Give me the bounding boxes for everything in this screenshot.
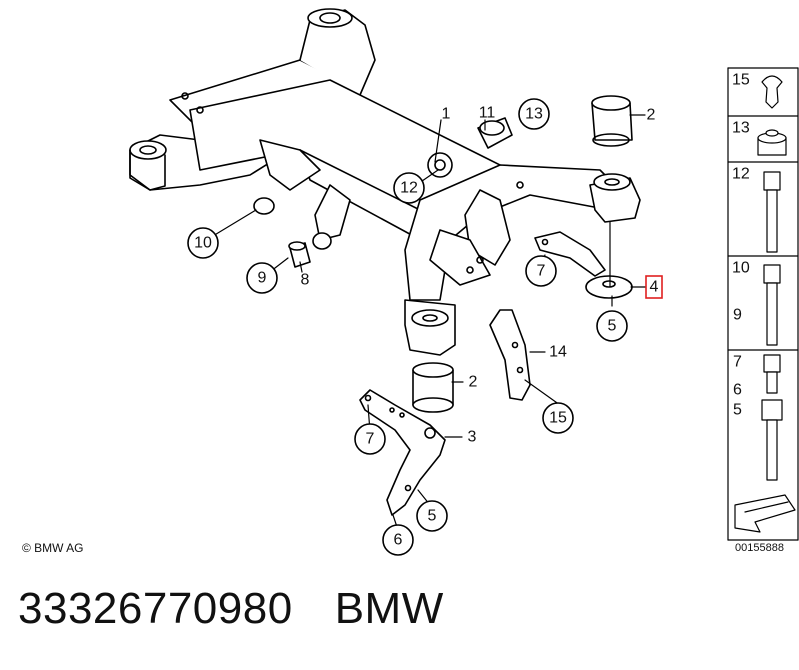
callout-8: 8	[301, 272, 310, 289]
callout-6: 6	[394, 532, 403, 549]
callout-7-upper: 7	[537, 263, 546, 280]
part-number-caption: 33326770980 BMW	[18, 584, 444, 634]
callout-circle-9	[246, 262, 278, 294]
callout-circle-15	[542, 402, 574, 434]
legend-15: 15	[732, 72, 750, 89]
highlighted-callout-box	[645, 275, 663, 299]
callout-circle-5-lower	[416, 500, 448, 532]
callout-9: 9	[258, 270, 267, 287]
legend-7: 7	[733, 354, 742, 371]
fastener-legend	[727, 67, 799, 541]
callout-5-lower: 5	[428, 508, 437, 525]
legend-13: 13	[732, 120, 750, 137]
bracket-part-14	[489, 309, 531, 401]
callout-10: 10	[194, 235, 212, 252]
callout-circle-7-upper	[525, 255, 557, 287]
bracket-part-3	[359, 389, 446, 516]
brand-name: BMW	[334, 584, 444, 633]
callout-7-lower: 7	[366, 431, 375, 448]
callout-2-upper: 2	[647, 107, 656, 124]
callout-circle-10	[187, 227, 219, 259]
legend-6: 6	[733, 382, 742, 399]
copyright-notice: © BMW AG	[22, 541, 84, 555]
legend-12: 12	[732, 166, 750, 183]
bushing-part-9	[288, 241, 311, 268]
callout-circle-12	[393, 172, 425, 204]
legend-9: 9	[733, 307, 742, 324]
callout-13: 13	[525, 106, 543, 123]
bushing-part-10	[253, 197, 275, 215]
rear-subframe	[129, 8, 641, 356]
bushing-part-2-lower	[412, 362, 454, 413]
callout-12: 12	[400, 180, 418, 197]
part-number: 33326770980	[18, 584, 293, 633]
callout-3: 3	[468, 429, 477, 446]
callout-15: 15	[549, 410, 567, 427]
callout-4: 4	[650, 279, 659, 296]
callout-2-lower: 2	[469, 374, 478, 391]
bushing-part-2-upper	[591, 95, 633, 147]
legend-5: 5	[733, 402, 742, 419]
bracket-part-7-upper	[534, 231, 606, 277]
bushing-part-13	[477, 117, 513, 149]
legend-10: 10	[732, 260, 750, 277]
callout-circle-5-upper	[596, 310, 628, 342]
callout-1: 1	[442, 106, 451, 123]
plate-part-5-upper	[585, 275, 633, 299]
callout-14: 14	[549, 344, 567, 361]
callout-11: 11	[479, 105, 496, 122]
bushing-part-12	[427, 152, 453, 178]
callout-circle-7-lower	[354, 423, 386, 455]
callout-5-upper: 5	[608, 318, 617, 335]
diagram-code: 00155888	[735, 542, 784, 554]
callout-circle-6	[382, 524, 414, 556]
bushing-part-8	[312, 232, 332, 250]
callout-circle-13	[518, 98, 550, 130]
